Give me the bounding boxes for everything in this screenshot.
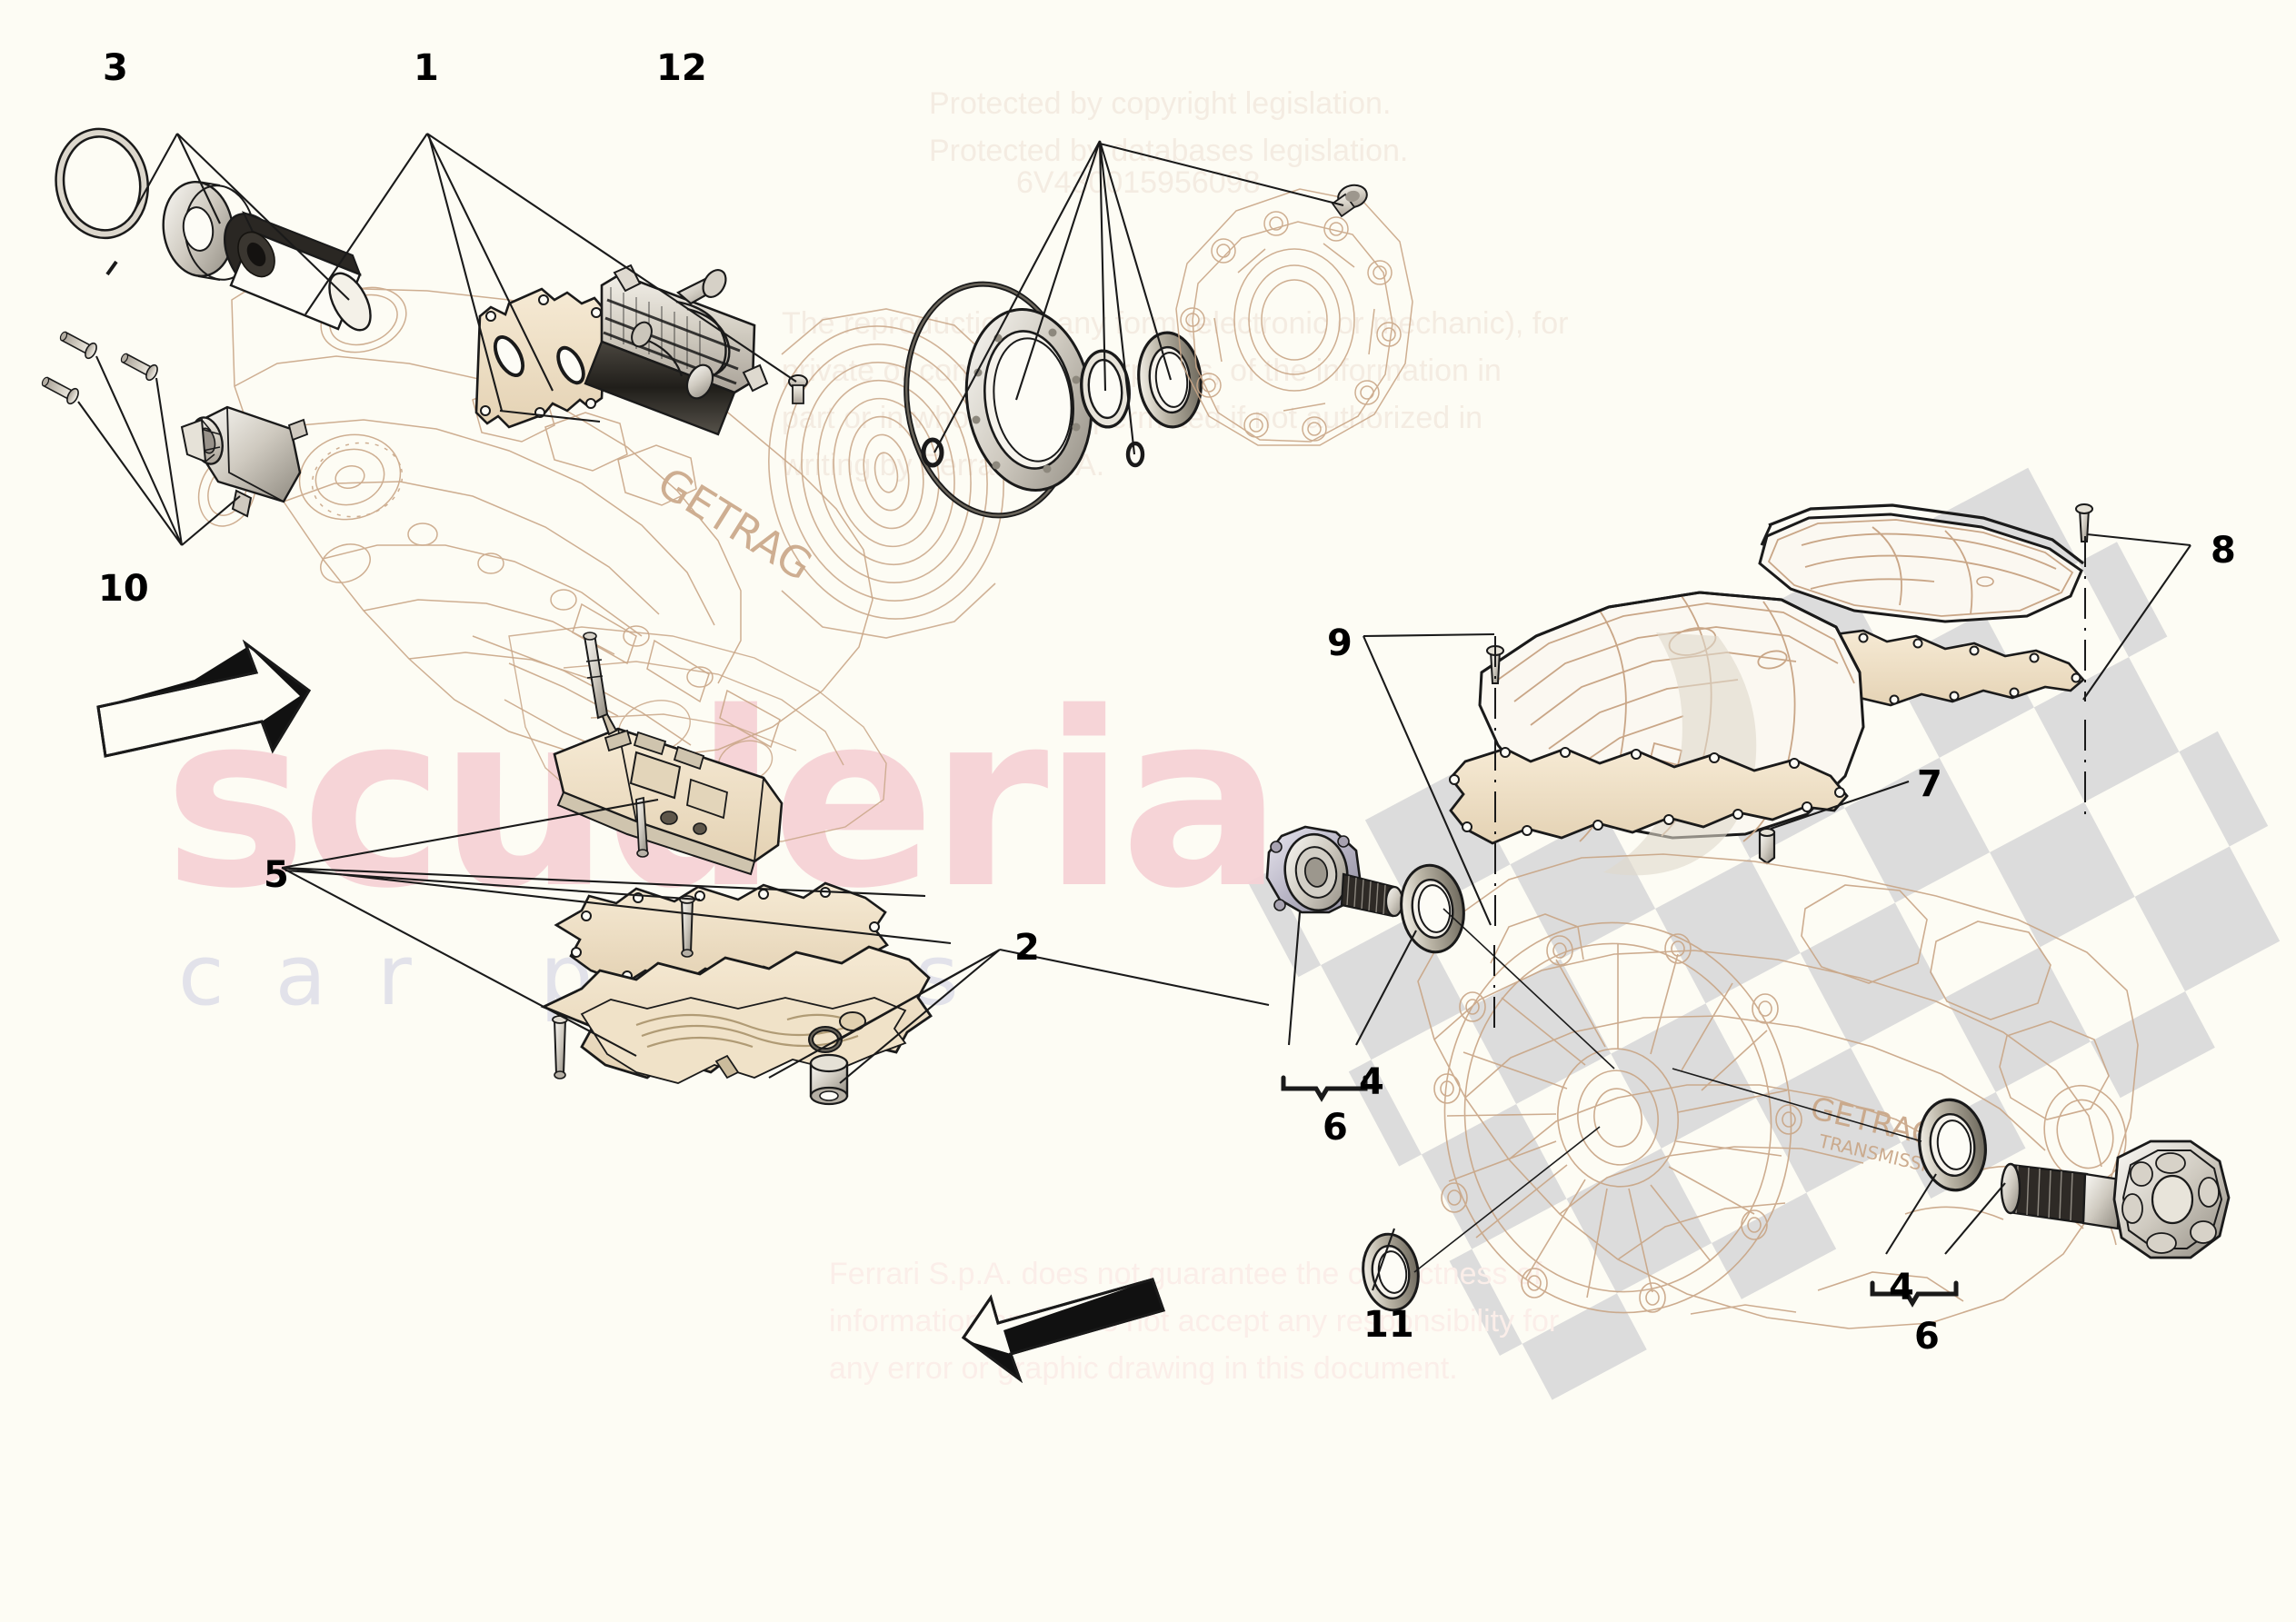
- part-3-snap-ring: [55, 127, 149, 276]
- part-12-flange-seal: [964, 308, 1093, 492]
- part-3-oil-filter-cartridge: [224, 211, 372, 332]
- part-5-mechatronic-unit: [553, 632, 784, 876]
- part-11-seal: [1362, 1232, 1420, 1312]
- axis-centerlines: [1493, 536, 2086, 1036]
- part-10-solenoid: [180, 405, 309, 518]
- callout-number-10: 10: [98, 568, 149, 610]
- part-12-small-oring-b: [1125, 441, 1145, 468]
- callout-number-9: 9: [1327, 622, 1353, 664]
- leader-lines: [77, 133, 2191, 1291]
- part-2-drain-plug: [809, 1053, 849, 1106]
- svg-text:GETRAG: GETRAG: [649, 458, 821, 591]
- callout-number-4a: 4: [1359, 1061, 1384, 1103]
- ghost-clutch-housing: [1175, 188, 1413, 446]
- part-4-seal-right: [1918, 1098, 1987, 1192]
- callout-number-4b: 4: [1889, 1267, 1914, 1309]
- part-9-gasket: [1449, 747, 1849, 845]
- part-1-oil-cooler: [584, 264, 769, 436]
- part-2-bolt: [552, 1015, 568, 1080]
- callout-number-2: 2: [1014, 927, 1040, 969]
- part-7-plug: [1758, 828, 1776, 865]
- part-6-flange-assembly-left: [1265, 825, 1404, 918]
- callout-number-8: 8: [2211, 530, 2236, 572]
- part-12-bolt: [1331, 184, 1368, 218]
- group-brackets: [1281, 1075, 1959, 1308]
- legal-line-7: Ferrari S.p.A. does not guarantee the co…: [829, 1257, 1542, 1291]
- callout-number-5: 5: [264, 854, 289, 896]
- part-9-sump-pan: [1478, 591, 1865, 876]
- callout-number-7: 7: [1917, 763, 1942, 805]
- callout-number-6b: 6: [1914, 1316, 1940, 1358]
- callout-number-11: 11: [1363, 1304, 1414, 1346]
- part-8-bolt: [2075, 503, 2093, 542]
- legal-line-1: Protected by copyright legislation.: [929, 86, 1392, 121]
- part-12-small-oring-a: [921, 437, 944, 468]
- part-4-seal-left: [1400, 863, 1465, 954]
- legal-line-9: any error or graphic drawing in this doc…: [829, 1351, 1458, 1386]
- part-10-bolts: [38, 326, 161, 407]
- part-6-flange-assembly-right: [2000, 1139, 2231, 1259]
- legal-line-8: information and does not accept any resp…: [829, 1304, 1560, 1338]
- part-1-cooler-gasket: [474, 287, 607, 429]
- legal-disclaimer-notice: Ferrari S.p.A. does not guarantee the co…: [829, 1250, 1559, 1392]
- part-8-small-cover: [1758, 503, 2084, 623]
- callout-number-1: 1: [414, 47, 439, 89]
- direction-arrow-upper-left: [96, 639, 311, 758]
- callout-number-6a: 6: [1323, 1107, 1348, 1149]
- ghost-gearbox-right: GETRAG TRANSMISSION: [1417, 853, 2139, 1329]
- part-1-bolt: [788, 374, 808, 404]
- callout-number-3: 3: [103, 47, 128, 89]
- callout-number-12: 12: [656, 47, 707, 89]
- legal-copyright-notice: Protected by copyright legislation. Prot…: [929, 80, 1408, 174]
- legal-line-2: Protected by databases legislation.: [929, 134, 1409, 168]
- direction-arrow-lower-center: [961, 1278, 1165, 1384]
- legal-document-code: 6V430015956098: [1016, 165, 1261, 200]
